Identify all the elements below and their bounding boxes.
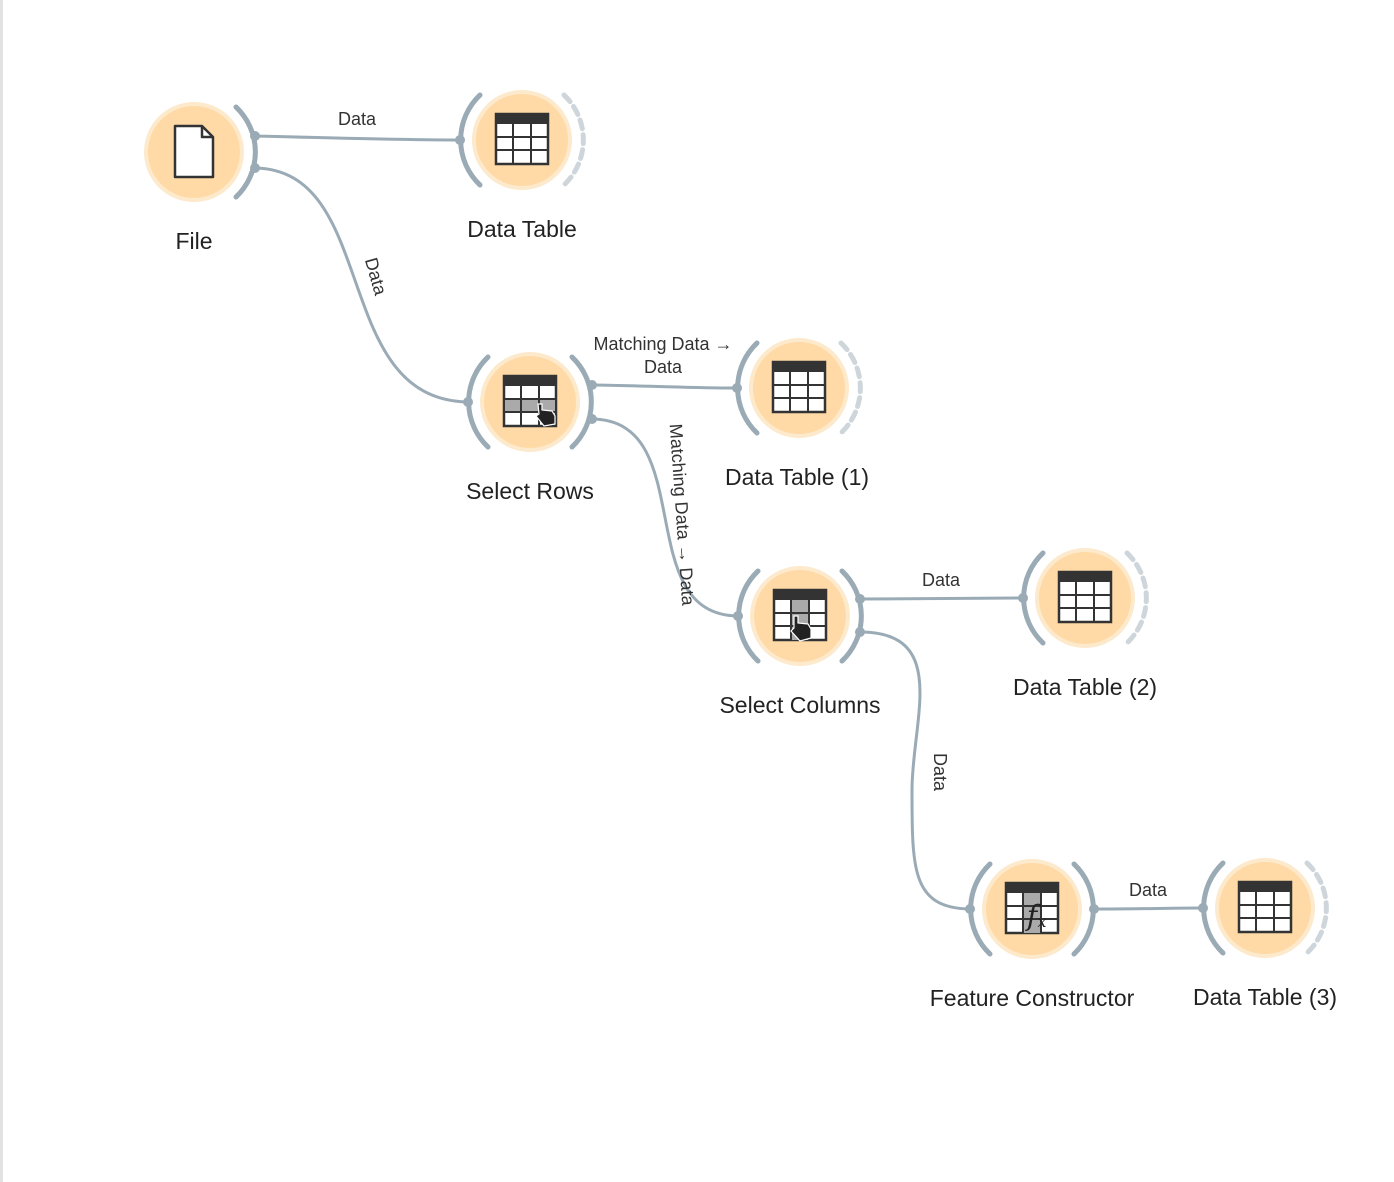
node-data-table-2[interactable]: Data Table (2) <box>1013 548 1157 700</box>
link-label: Matching Data → Data <box>666 423 699 607</box>
node-select-columns[interactable]: Select Columns <box>719 566 881 718</box>
link-select-columns-to-data-table-2[interactable]: Data <box>859 570 1024 601</box>
node-select-rows[interactable]: Select Rows <box>463 352 597 504</box>
link-label: Data <box>1129 880 1168 900</box>
node-title: Feature Constructor <box>930 985 1135 1011</box>
node-data-table-3[interactable]: Data Table (3) <box>1193 858 1337 1010</box>
svg-text:x: x <box>1037 912 1046 931</box>
function-table-icon: f x <box>1004 881 1060 935</box>
link-select-rows-to-select-columns[interactable]: Matching Data → Data <box>591 417 739 618</box>
node-title: Select Rows <box>466 478 594 504</box>
link-label: Data <box>922 570 961 590</box>
link-label-line1: Matching Data → <box>593 334 732 354</box>
link-feature-constructor-to-data-table-3[interactable]: Data <box>1093 880 1204 911</box>
node-file[interactable]: File <box>144 102 260 254</box>
canvas-left-border <box>0 0 3 1182</box>
table-icon <box>494 112 550 166</box>
table-icon <box>1057 570 1113 624</box>
select-rows-icon <box>502 374 558 428</box>
node-title: Data Table (2) <box>1013 674 1157 700</box>
link-select-rows-to-data-table-1[interactable]: Matching Data → Data <box>591 334 738 390</box>
link-label: Data <box>361 255 391 298</box>
document-icon <box>173 124 215 179</box>
node-feature-constructor[interactable]: f x Feature Constructor <box>930 859 1135 1011</box>
node-data-table-1[interactable]: Data Table (1) <box>725 338 869 490</box>
node-title: Data Table (1) <box>725 464 869 490</box>
link-file-to-select-rows[interactable]: Data <box>254 166 469 404</box>
link-label: Data <box>338 109 377 129</box>
link-select-columns-to-feature-constructor[interactable]: Data <box>859 630 971 911</box>
node-data-table[interactable]: Data Table <box>455 90 586 242</box>
link-label: Data <box>930 753 950 792</box>
node-title: Data Table <box>467 216 577 242</box>
link-label-line2: Data <box>644 357 683 377</box>
link-file-to-data-table[interactable]: Data <box>254 109 461 142</box>
table-icon <box>1237 880 1293 934</box>
table-icon <box>771 360 827 414</box>
node-title: File <box>175 228 212 254</box>
select-columns-icon <box>772 588 828 642</box>
node-title: Data Table (3) <box>1193 984 1337 1010</box>
node-title: Select Columns <box>719 692 880 718</box>
